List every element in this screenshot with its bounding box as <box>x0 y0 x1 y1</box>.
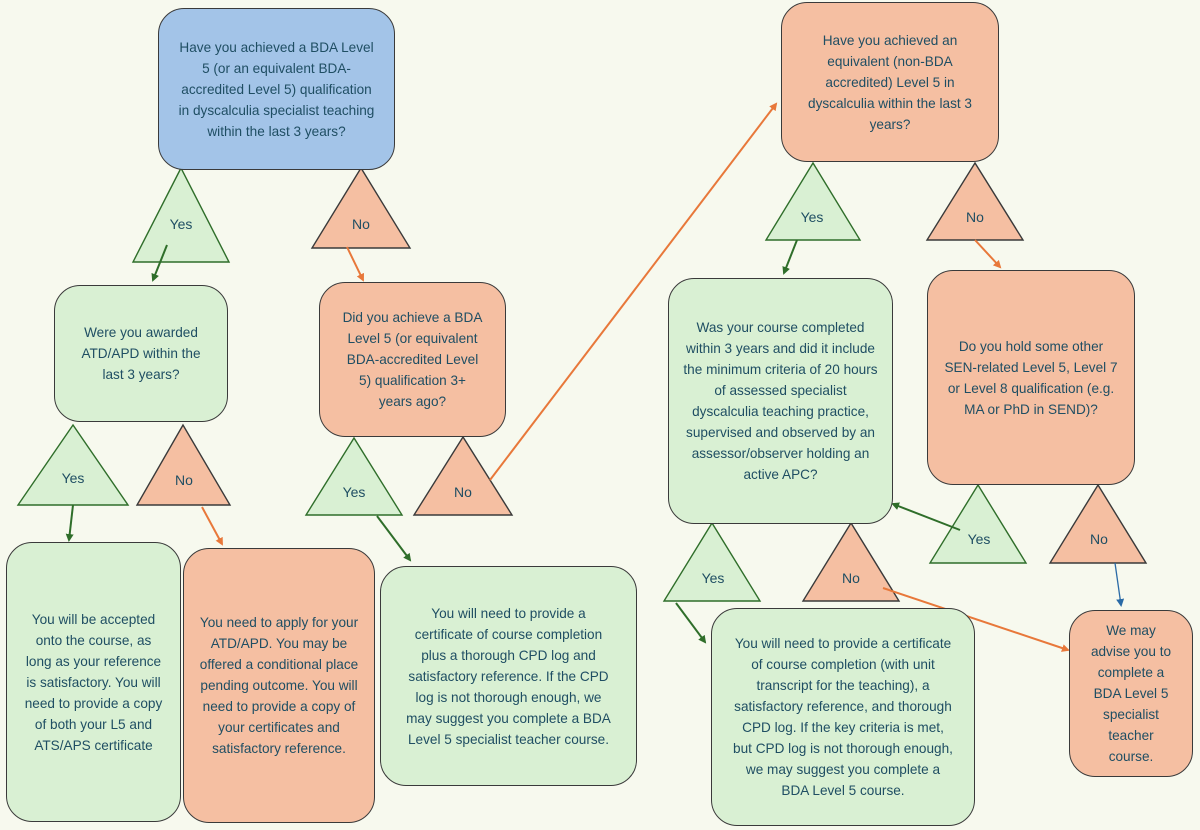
question-non-bda-text: Have you achieved an equivalent (non-BDA… <box>808 32 972 132</box>
yes-triangle-4 <box>764 161 862 241</box>
question-bda-level5-text: Have you achieved a BDA Level 5 (or an e… <box>178 39 375 139</box>
no-label-6: No <box>1090 531 1108 547</box>
yes-label-6: Yes <box>967 531 991 547</box>
outcome-accepted-text: You will be accepted onto the course, as… <box>24 611 163 753</box>
arrow-no-to-apply <box>201 506 223 546</box>
no-label-4: No <box>966 209 984 225</box>
outcome-advise: We may advise you to complete a BDA Leve… <box>1069 610 1193 777</box>
no-label-3: No <box>454 484 472 500</box>
yes-label-1: Yes <box>169 216 193 232</box>
question-non-bda: Have you achieved an equivalent (non-BDA… <box>781 2 999 162</box>
outcome-cert-transcript: You will need to provide a certificate o… <box>711 608 975 826</box>
arrow-yes-to-accepted <box>65 504 74 542</box>
arrow-yes-to-cert-cpd <box>376 515 412 562</box>
outcome-cert-cpd-text: You will need to provide a certificate o… <box>406 605 611 747</box>
no-label-1: No <box>352 216 370 232</box>
outcome-apply-atd: You need to apply for your ATD/APD. You … <box>183 548 375 823</box>
no-triangle-6 <box>1048 483 1148 564</box>
outcome-accepted: You will be accepted onto the course, as… <box>6 542 181 822</box>
question-course-criteria-text: Was your course completed within 3 years… <box>683 320 878 482</box>
yes-triangle-2 <box>16 423 130 506</box>
no-triangle-3 <box>412 435 514 516</box>
arrow-no-to-advise <box>882 587 1070 652</box>
question-bda-3plus: Did you achieve a BDA Level 5 (or equiva… <box>319 282 506 437</box>
yes-triangle-5 <box>662 521 762 602</box>
outcome-advise-text: We may advise you to complete a BDA Leve… <box>1090 623 1172 764</box>
question-other-sen: Do you hold some other SEN-related Level… <box>927 270 1135 485</box>
arrow-yes-to-atd <box>151 244 168 282</box>
arrow-yes-to-criteria <box>782 239 798 275</box>
outcome-apply-atd-text: You need to apply for your ATD/APD. You … <box>199 615 359 756</box>
no-triangle-2 <box>135 423 232 506</box>
yes-triangle-3 <box>304 436 404 516</box>
outcome-cert-transcript-text: You will need to provide a certificate o… <box>733 636 953 798</box>
no-triangle-5 <box>801 521 901 602</box>
arrow-no-to-other-sen <box>974 239 1002 269</box>
outcome-cert-cpd: You will need to provide a certificate o… <box>380 566 637 786</box>
no-triangle-4 <box>925 161 1025 241</box>
question-other-sen-text: Do you hold some other SEN-related Level… <box>944 338 1118 417</box>
yes-label-2: Yes <box>61 470 85 486</box>
arrow-yes-to-criteria-2 <box>891 502 961 531</box>
yes-label-5: Yes <box>701 570 725 586</box>
arrow-yes-to-cert-transcript <box>675 602 707 644</box>
question-atd-apd: Were you awarded ATD/APD within the last… <box>54 285 228 422</box>
yes-label-4: Yes <box>800 209 824 225</box>
no-label-5: No <box>842 570 860 586</box>
question-bda-3plus-text: Did you achieve a BDA Level 5 (or equiva… <box>342 310 483 409</box>
arrow-no-to-bda3plus <box>346 246 364 282</box>
yes-label-3: Yes <box>342 484 366 500</box>
yes-triangle-6 <box>928 483 1028 564</box>
arrow-no-to-advise-2 <box>1114 562 1125 607</box>
arrow-no-to-nonbda <box>489 102 778 481</box>
question-atd-apd-text: Were you awarded ATD/APD within the last… <box>81 325 201 382</box>
question-bda-level5: Have you achieved a BDA Level 5 (or an e… <box>158 8 395 170</box>
no-triangle-1 <box>310 166 412 249</box>
yes-triangle-1 <box>131 166 231 263</box>
question-course-criteria: Was your course completed within 3 years… <box>668 278 893 524</box>
no-label-2: No <box>175 472 193 488</box>
